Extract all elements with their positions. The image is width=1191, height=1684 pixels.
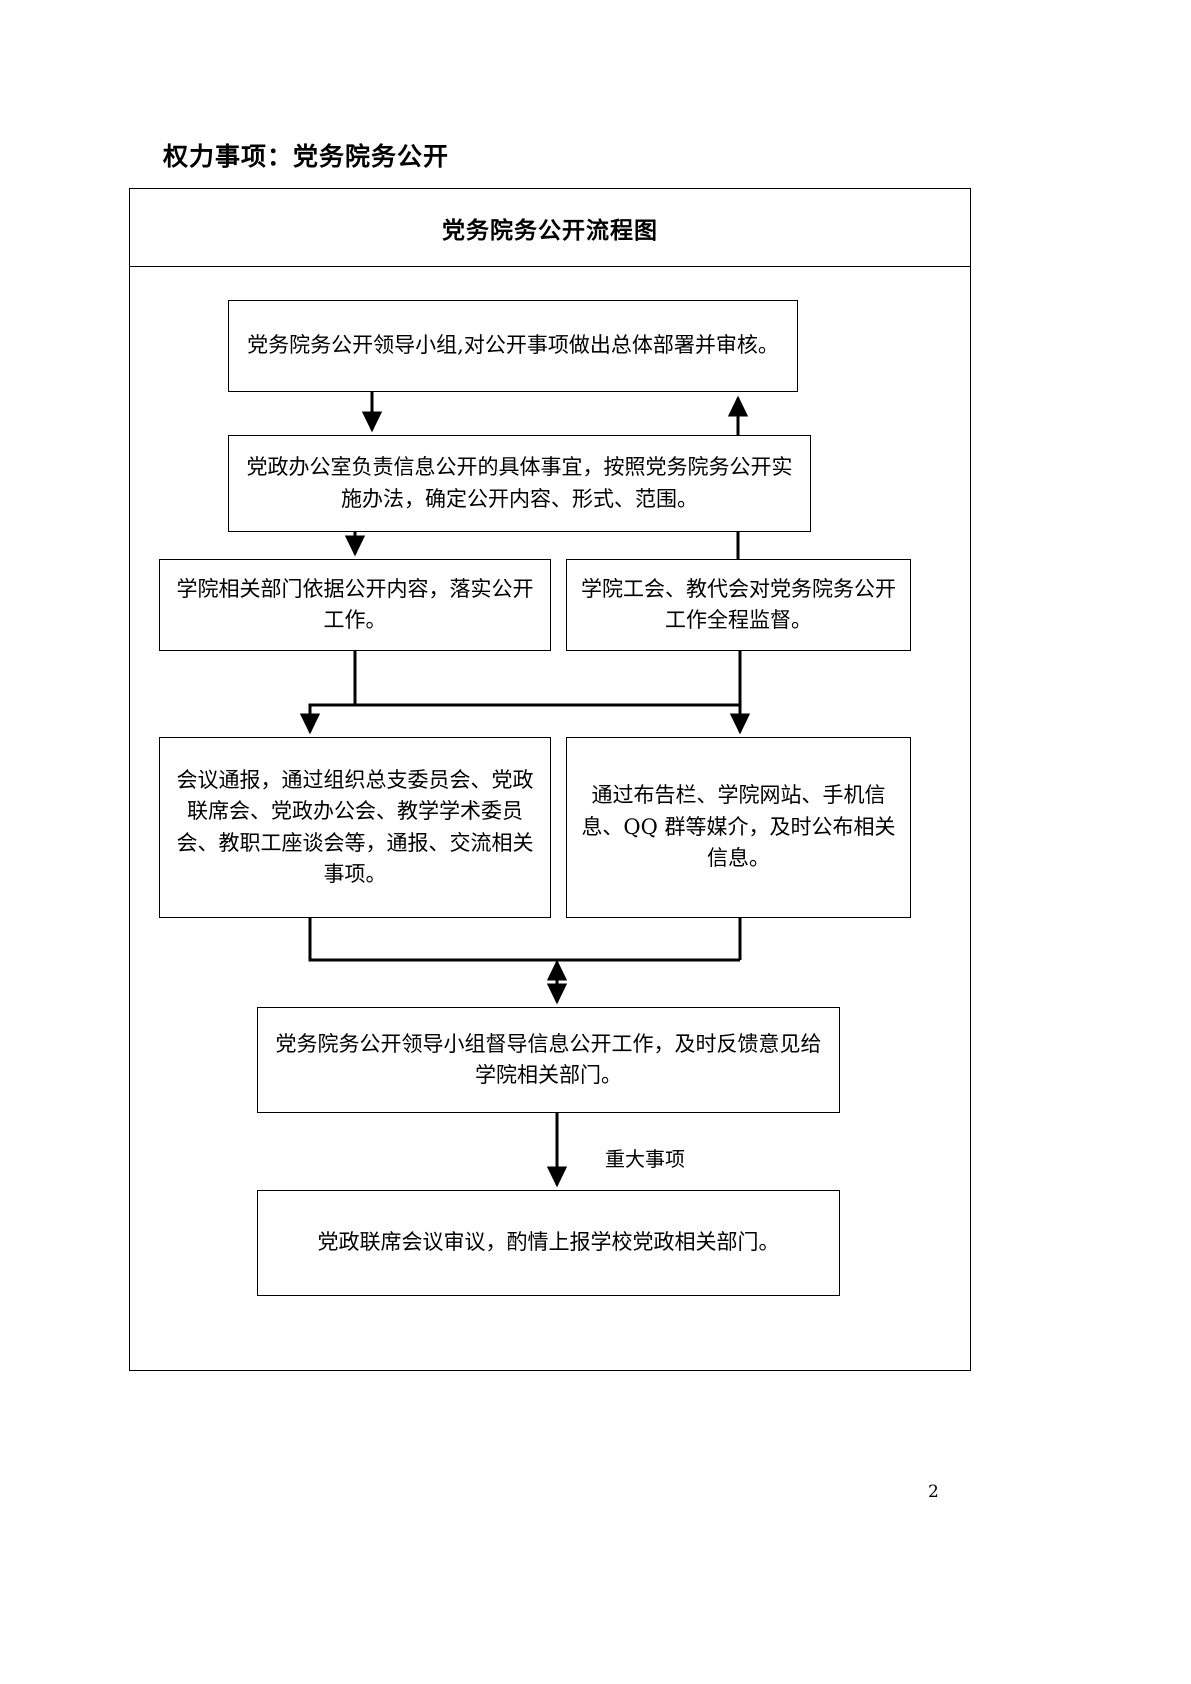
node-text: 会议通报，通过组织总支委员会、党政联席会、党政办公会、教学学术委员会、教职工座谈…: [176, 767, 534, 887]
edge-label-major-matter: 重大事项: [605, 1147, 685, 1171]
page-number: 2: [928, 1482, 939, 1502]
node-text: 通过布告栏、学院网站、手机信息、QQ 群等媒介，及时公布相关信息。: [581, 783, 896, 871]
node-text: 党务院务公开领导小组督导信息公开工作，及时反馈意见给学院相关部门。: [275, 1031, 822, 1088]
flowchart-node-media[interactable]: 通过布告栏、学院网站、手机信息、QQ 群等媒介，及时公布相关信息。: [566, 737, 911, 918]
flowchart-frame: 党务院务公开流程图: [129, 188, 971, 1371]
node-text: 学院相关部门依据公开内容，落实公开工作。: [176, 576, 534, 633]
flowchart-header-title: 党务院务公开流程图: [442, 216, 658, 244]
flowchart-node-supervision[interactable]: 学院工会、教代会对党务院务公开工作全程监督。: [566, 559, 911, 651]
flowchart-node-joint[interactable]: 党政联席会议审议，酌情上报学校党政相关部门。: [257, 1190, 840, 1296]
flowchart-header: 党务院务公开流程图: [130, 189, 970, 267]
flowchart-node-meeting[interactable]: 会议通报，通过组织总支委员会、党政联席会、党政办公会、教学学术委员会、教职工座谈…: [159, 737, 551, 918]
node-text: 学院工会、教代会对党务院务公开工作全程监督。: [581, 576, 896, 633]
flowchart-node-departments[interactable]: 学院相关部门依据公开内容，落实公开工作。: [159, 559, 551, 651]
node-text: 党政联席会议审议，酌情上报学校党政相关部门。: [317, 1230, 780, 1255]
flowchart-node-leadgroup[interactable]: 党务院务公开领导小组,对公开事项做出总体部署并审核。: [228, 300, 798, 392]
node-text: 党务院务公开领导小组,对公开事项做出总体部署并审核。: [247, 333, 779, 358]
node-text: 党政办公室负责信息公开的具体事宜，按照党务院务公开实施办法，确定公开内容、形式、…: [246, 455, 793, 511]
flowchart-node-office[interactable]: 党政办公室负责信息公开的具体事宜，按照党务院务公开实施办法，确定公开内容、形式、…: [228, 435, 811, 532]
page-title: 权力事项：党务院务公开: [163, 142, 450, 171]
flowchart-node-guidance[interactable]: 党务院务公开领导小组督导信息公开工作，及时反馈意见给学院相关部门。: [257, 1007, 840, 1113]
